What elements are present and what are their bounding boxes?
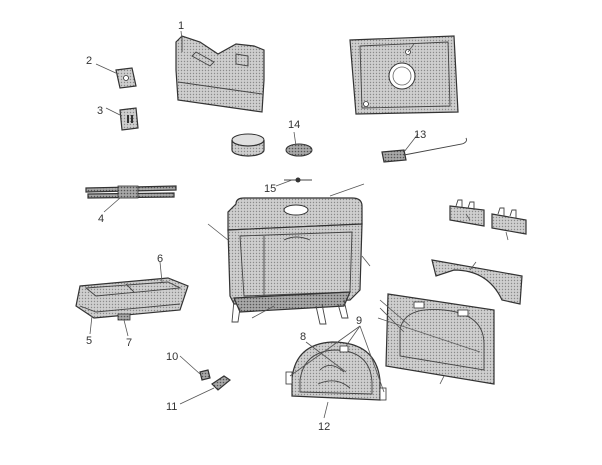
callout-9: 9 [356,315,362,327]
callout-7: 7 [126,337,132,349]
callout-4: 4 [98,213,104,225]
callout-labels: 1 2 3 4 5 6 7 8 9 10 11 12 13 14 15 [86,20,426,433]
arch-baffle [431,259,523,305]
part-4-rods [85,185,177,199]
stove-body [227,197,363,325]
part-13-top-plate [349,35,459,115]
part-2-small-plate [115,67,137,89]
part-1-rear-baffle [175,35,265,113]
callout-1: 1 [178,20,184,32]
callout-2: 2 [86,55,92,67]
part-10-knob [199,369,211,381]
callout-11: 11 [166,401,177,413]
callout-3: 3 [97,105,103,117]
part-14-flue-collar [231,133,265,157]
part-13-rake [381,137,467,163]
leader-lines [89,30,509,419]
part-15-pin [284,177,312,183]
callout-14: 14 [288,119,300,131]
callout-13: 13 [414,129,426,141]
callout-6: 6 [157,253,163,265]
callout-12: 12 [318,421,330,433]
part-3-vent-plate [119,107,139,131]
part-12-door [285,341,387,401]
part-14-disc [285,143,313,157]
grate-piece-left [449,199,485,227]
part-6-ash-pan [75,277,189,321]
part-11-handle [211,375,232,391]
grate-piece-right [491,207,527,235]
callout-8: 8 [300,331,306,343]
callout-5: 5 [86,335,92,347]
callout-10: 10 [166,351,178,363]
callout-15: 15 [264,183,276,195]
